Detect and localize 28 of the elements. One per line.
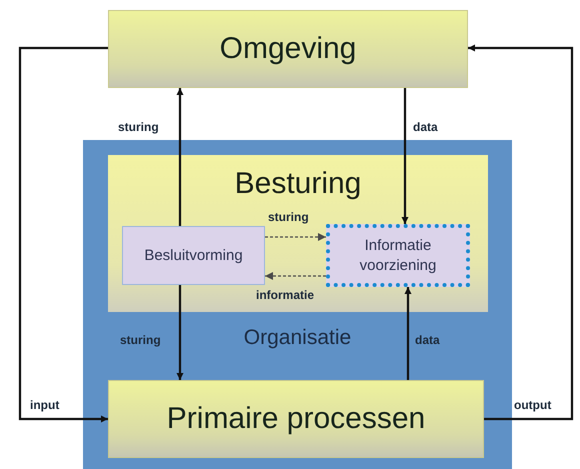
arrow [402,88,408,224]
edge-label: sturing [120,333,161,347]
box-label: Besluitvorming [144,247,243,264]
edge-label: informatie [256,288,314,302]
information-box [326,224,470,287]
edge-label: input [30,398,60,412]
box-label: Omgeving [220,32,356,66]
box-label: Primaire processen [166,402,426,436]
process-box [108,10,468,88]
arrow [404,287,412,380]
process-box [122,226,265,285]
arrow [265,233,326,241]
control-panel [108,155,488,312]
organisation-panel [83,140,512,469]
box-label: Organisatie [244,326,352,350]
arrow [176,88,184,226]
edge-label: data [415,333,440,347]
arrow [176,285,184,380]
process-box [108,380,484,458]
box-label: Informatie voorziening [358,236,438,275]
edge-label: output [514,398,552,412]
arrow [18,46,108,422]
arrow [468,44,574,420]
edge-label: sturing [118,120,159,134]
edge-label: data [413,120,438,134]
box-label: Besturing [234,167,362,201]
edge-label: sturing [268,210,309,224]
arrow [265,272,326,280]
